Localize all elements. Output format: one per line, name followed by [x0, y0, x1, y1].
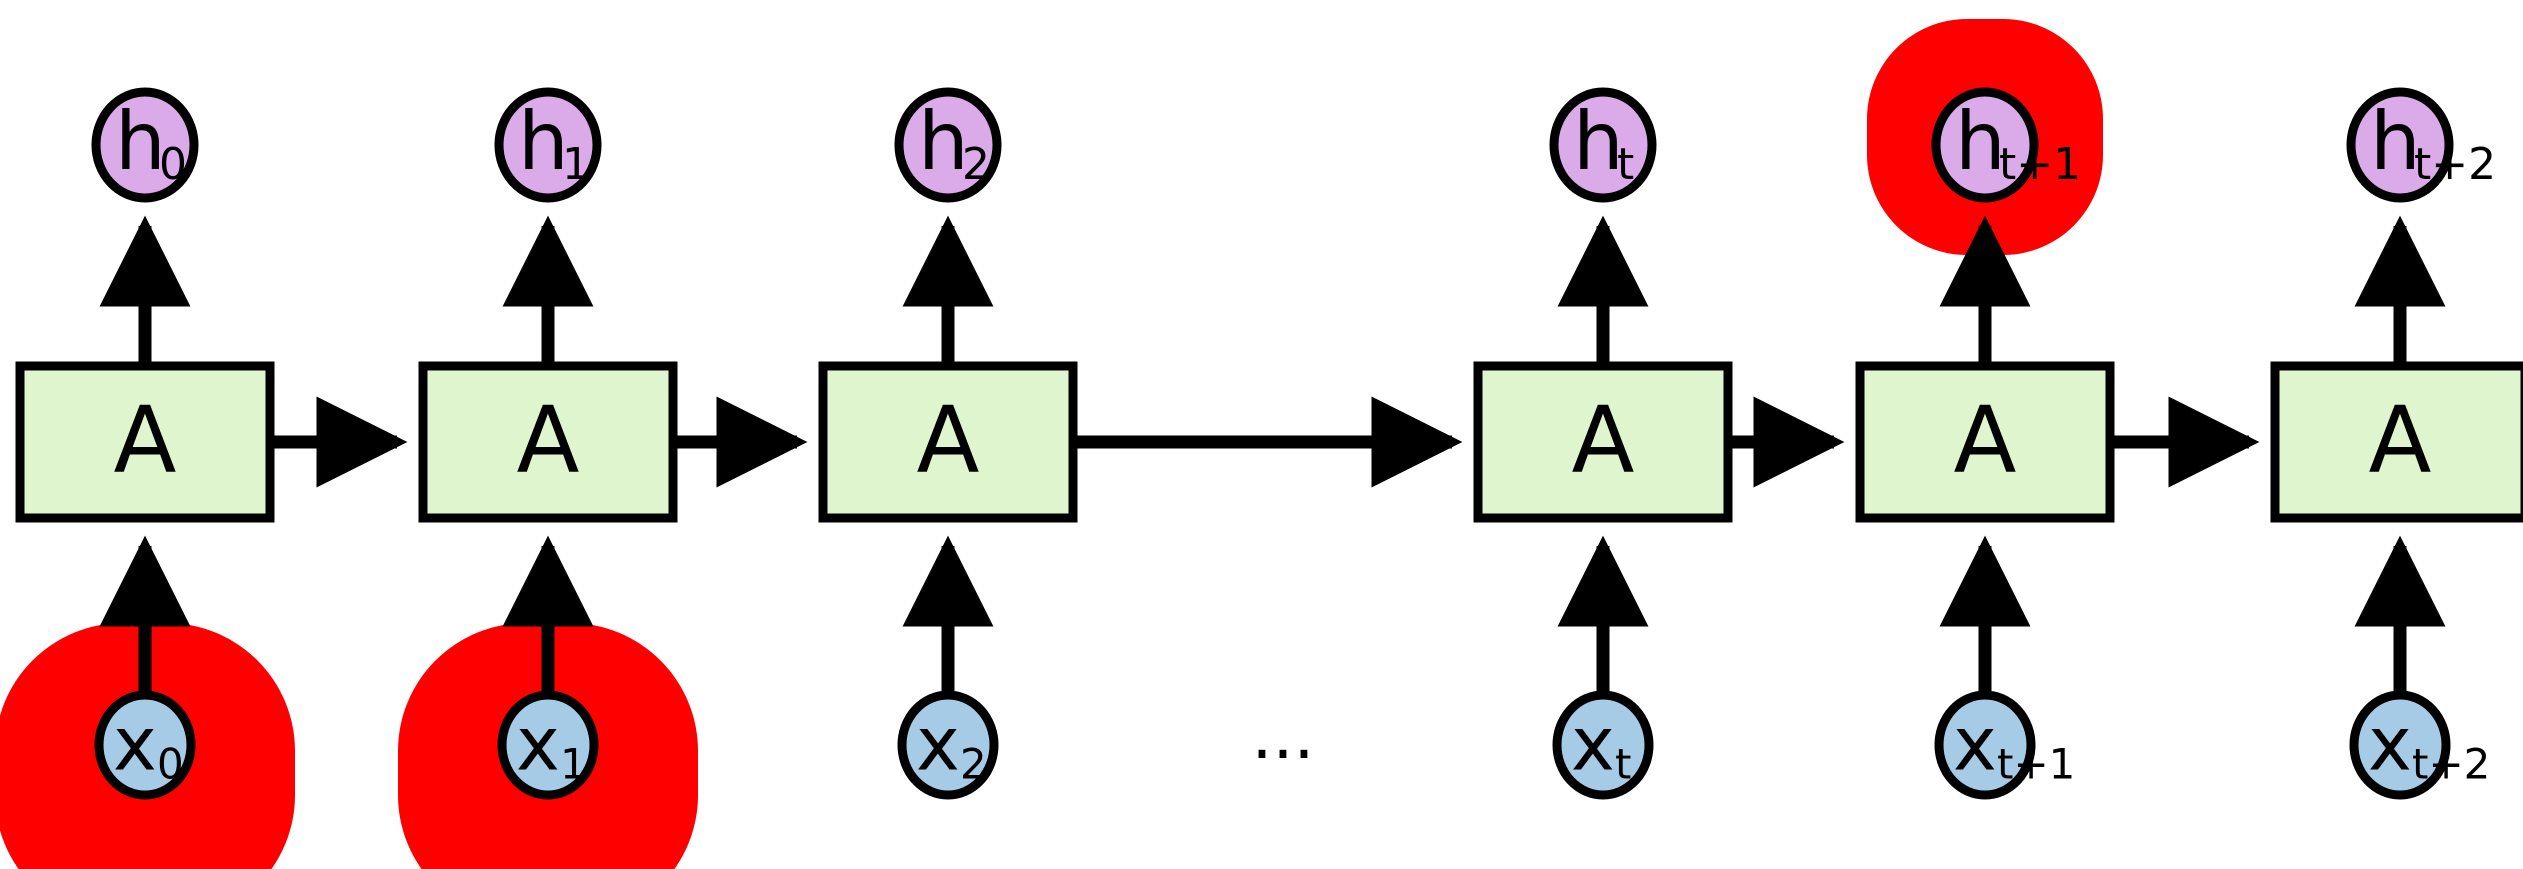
rnn-cell-box-2 [818, 361, 1078, 523]
input-subscript-4: t+1 [1997, 740, 2075, 789]
rnn-cell-label-1: A [517, 386, 580, 493]
input-label-5: x [2368, 702, 2412, 788]
ellipsis-layer: ... [1252, 697, 1315, 774]
rnn-cell-4[interactable]: A [1855, 361, 2115, 523]
rnn-cell-box-3 [1473, 361, 1733, 523]
hidden-state-circle-0 [91, 87, 199, 203]
rnn-cell-box-0 [15, 361, 275, 523]
input-label-4: x [1953, 702, 1997, 788]
hidden-state-node-3[interactable]: ht [1549, 87, 1657, 203]
input-circle-4 [1934, 690, 2036, 800]
hidden-state-subscript-0: 0 [159, 139, 187, 190]
rnn-cell-1[interactable]: A [418, 361, 678, 523]
input-subscript-2: 2 [960, 740, 987, 789]
hidden-state-label-0: h [115, 95, 166, 188]
hidden-state-node-2[interactable]: h2 [894, 87, 1002, 203]
input-circle-3 [1552, 690, 1654, 800]
input-label-0: x [113, 702, 157, 788]
rnn-cell-box-1 [418, 361, 678, 523]
hidden-state-node-4[interactable]: ht+1 [1931, 87, 2081, 203]
rnn-cell-box-5 [2270, 361, 2523, 523]
hidden-state-label-1: h [518, 95, 569, 188]
hidden-state-subscript-1: 1 [562, 139, 590, 190]
hidden-state-circle-3 [1549, 87, 1657, 203]
hidden-state-node-0[interactable]: h0 [91, 87, 199, 203]
hidden-state-circle-1 [494, 87, 602, 203]
rnn-cell-2[interactable]: A [818, 361, 1078, 523]
rnn-cell-box-4 [1855, 361, 2115, 523]
hidden-state-node-1[interactable]: h1 [494, 87, 602, 203]
rnn-cell-label-3: A [1572, 386, 1635, 493]
hidden-state-subscript-5: t+2 [2414, 139, 2496, 190]
rnn-cell-5[interactable]: A [2270, 361, 2523, 523]
rnn-cell-label-4: A [1954, 386, 2017, 493]
hidden-state-circle-5 [2346, 87, 2454, 203]
input-subscript-1: 1 [560, 740, 587, 789]
hidden-state-subscript-2: 2 [962, 139, 990, 190]
input-circle-0 [94, 690, 196, 800]
input-subscript-0: 0 [157, 740, 184, 789]
rnn-cell-0[interactable]: A [15, 361, 275, 523]
rnn-cell-label-5: A [2369, 386, 2432, 493]
input-circle-1 [497, 690, 599, 800]
input-label-3: x [1571, 702, 1615, 788]
hidden-state-subscript-3: t [1617, 139, 1634, 190]
rnn-cell-label-2: A [917, 386, 980, 493]
input-circle-5 [2349, 690, 2451, 800]
hidden-state-label-4: h [1955, 95, 2006, 188]
hidden-state-node-5[interactable]: ht+2 [2346, 87, 2496, 203]
rnn-cell-label-0: A [114, 386, 177, 493]
hidden-state-label-2: h [918, 95, 969, 188]
input-circle-2 [897, 690, 999, 800]
rnn-cell-3[interactable]: A [1473, 361, 1733, 523]
input-label-2: x [916, 702, 960, 788]
hidden-state-circle-4 [1931, 87, 2039, 203]
sequence-ellipsis: ... [1252, 697, 1315, 774]
input-subscript-5: t+2 [2412, 740, 2490, 789]
hidden-state-subscript-4: t+1 [1999, 139, 2081, 190]
edge-layer [99, 215, 2446, 697]
hidden-state-label-3: h [1573, 95, 1624, 188]
input-subscript-3: t [1615, 740, 1631, 789]
hidden-state-circle-2 [894, 87, 1002, 203]
hidden-state-label-5: h [2370, 95, 2421, 188]
input-label-1: x [516, 702, 560, 788]
